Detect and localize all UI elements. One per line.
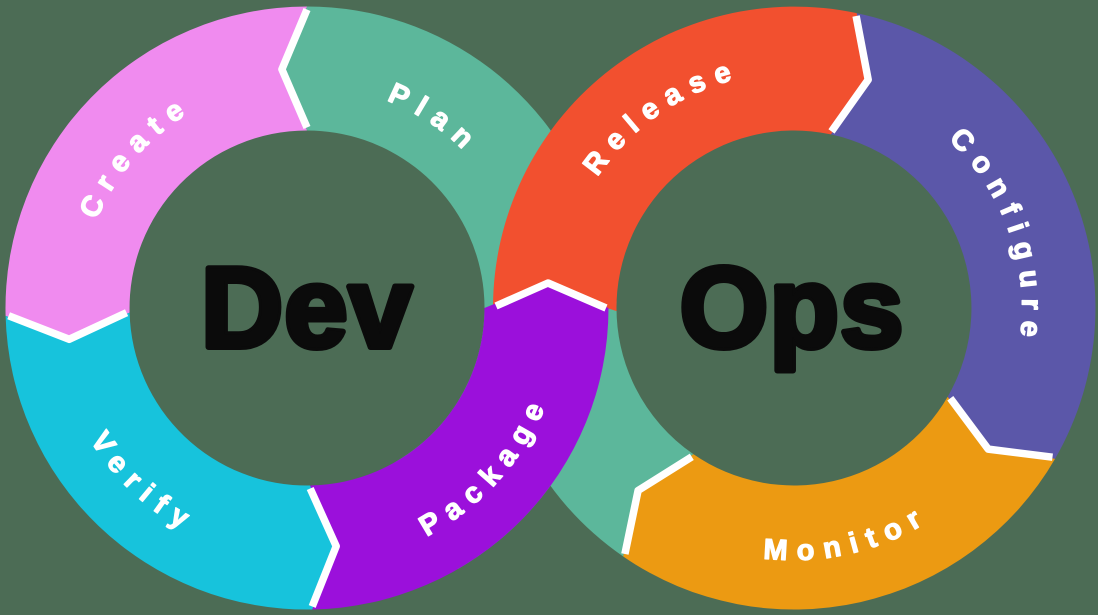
- segment-dividers: [7, 8, 1053, 608]
- divider-configure-monitor: [947, 395, 1053, 461]
- divider-verify-package: [306, 486, 340, 608]
- ops-heading: Ops: [680, 245, 905, 372]
- dev-heading: Dev: [201, 245, 413, 372]
- divider-monitor-return: [621, 453, 694, 555]
- segment-verify: [5, 312, 337, 610]
- divider-plan-create: [278, 8, 311, 129]
- segment-package: [310, 282, 609, 610]
- divider-release-configure: [828, 15, 872, 134]
- ring-segments: [5, 6, 1096, 610]
- segment-configure: [830, 13, 1096, 459]
- divider-package-release: [494, 279, 608, 312]
- segment-create: [5, 6, 307, 340]
- segment-release: [493, 6, 869, 312]
- segment-monitor: [623, 396, 1056, 610]
- divider-create-verify: [7, 309, 129, 344]
